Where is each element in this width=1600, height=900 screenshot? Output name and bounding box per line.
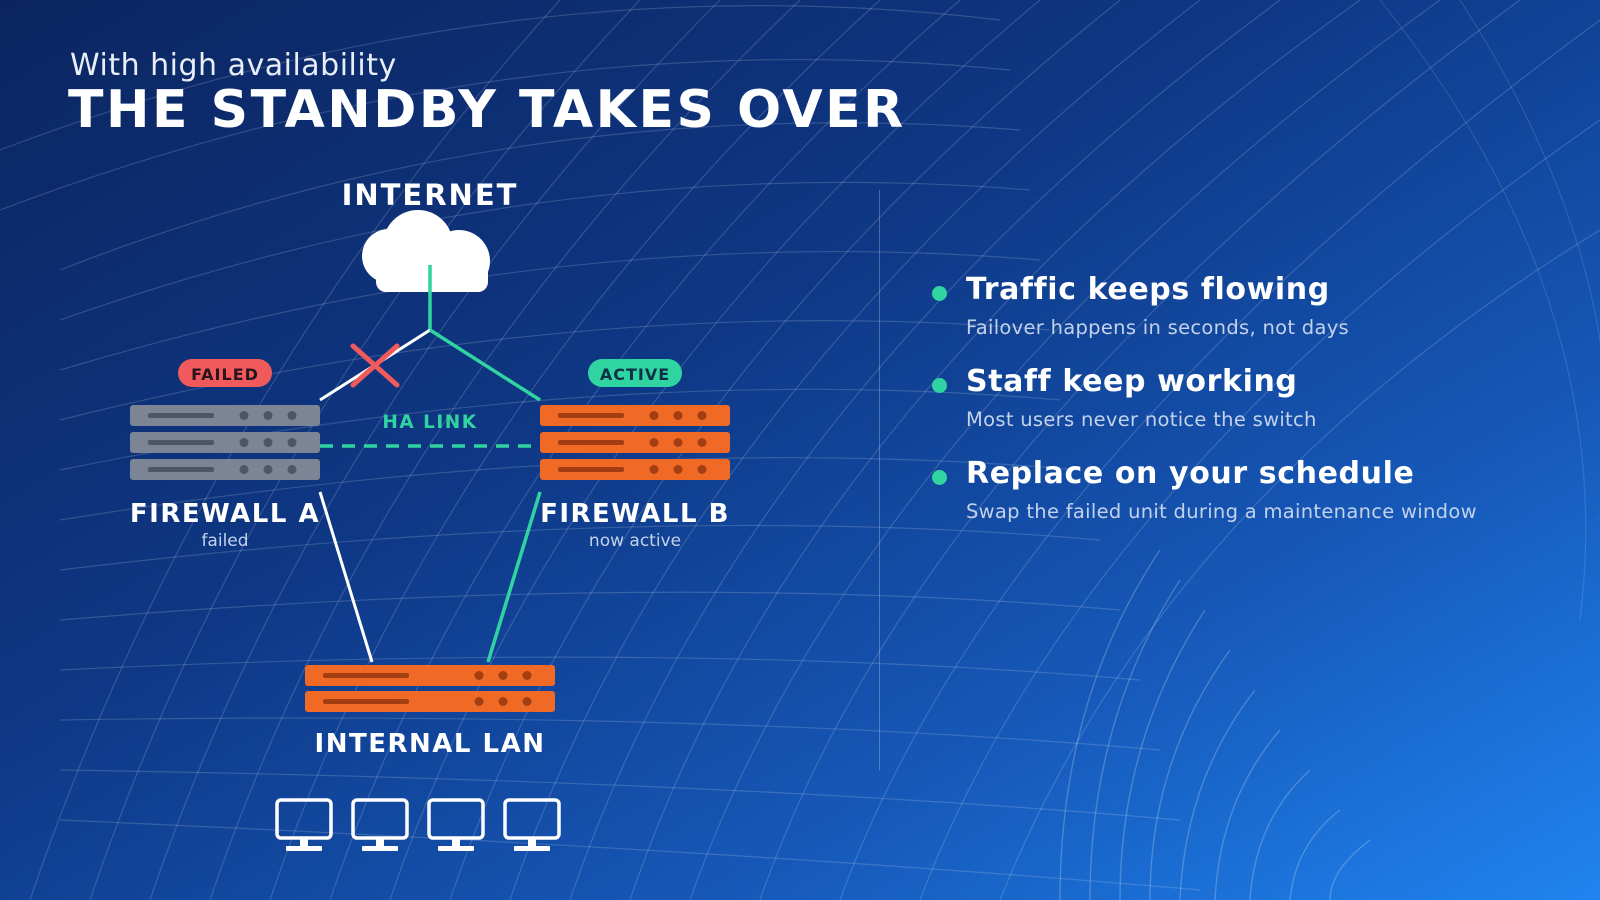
cloud-icon xyxy=(362,210,490,292)
ha-link-label: HA LINK xyxy=(382,412,477,433)
monitor-icon xyxy=(275,798,333,851)
link-firewall-b-lan xyxy=(486,491,542,663)
active-badge-label: ACTIVE xyxy=(600,365,670,384)
workstations xyxy=(275,798,561,851)
firewall-a-status: failed xyxy=(201,531,248,551)
firewall-b-status: now active xyxy=(589,531,681,551)
link-internet-firewall-b xyxy=(429,328,541,402)
cross-icon xyxy=(350,343,400,388)
bullet-dot-icon xyxy=(932,470,947,485)
lan-switch-icon xyxy=(305,665,555,712)
monitor-icon xyxy=(503,798,561,851)
benefit-title: Traffic keeps flowing xyxy=(966,272,1330,307)
benefit-description: Swap the failed unit during a maintenanc… xyxy=(966,500,1477,523)
internal-lan-label: INTERNAL LAN xyxy=(315,729,546,759)
bullet-dot-icon xyxy=(932,378,947,393)
link-firewall-a-lan xyxy=(318,491,374,663)
failed-badge-label: FAILED xyxy=(191,365,259,384)
benefit-description: Failover happens in seconds, not days xyxy=(966,316,1350,339)
firewall-a-name: FIREWALL A xyxy=(130,499,320,529)
firewall-a-server-rack-icon xyxy=(130,405,320,480)
firewall-b-server-rack-icon xyxy=(540,405,730,480)
failed-badge: FAILED xyxy=(178,359,272,387)
slide-title: THE STANDBY TAKES OVER xyxy=(68,80,906,140)
benefit-description: Most users never notice the switch xyxy=(966,408,1317,431)
benefit-title: Staff keep working xyxy=(966,364,1298,399)
slide-subtitle: With high availability xyxy=(70,48,397,83)
internet-label: INTERNET xyxy=(342,178,519,212)
bullet-dot-icon xyxy=(932,286,947,301)
section-divider xyxy=(879,190,880,770)
firewall-b-name: FIREWALL B xyxy=(540,499,730,529)
benefit-title: Replace on your schedule xyxy=(966,456,1415,491)
active-badge: ACTIVE xyxy=(588,359,682,387)
monitor-icon xyxy=(351,798,409,851)
monitor-icon xyxy=(427,798,485,851)
